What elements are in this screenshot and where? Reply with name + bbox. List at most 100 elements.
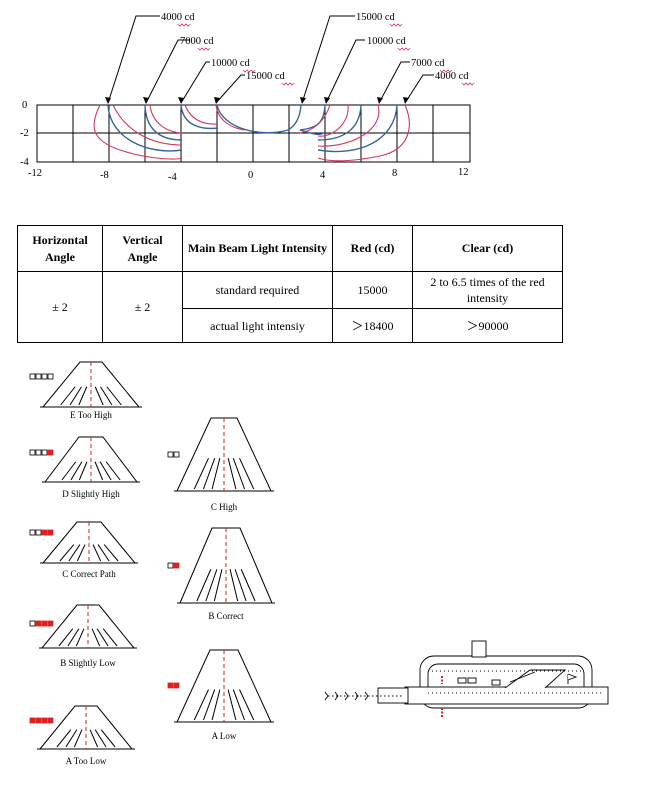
runway-marking	[68, 544, 81, 562]
callout-left-2: 7000 cd	[180, 36, 214, 47]
light-bar	[167, 562, 180, 569]
caption-d-slightly-high: D Slightly High	[62, 489, 120, 499]
x-tick-8: 8	[392, 168, 397, 179]
x-tick-minus12: -12	[28, 168, 42, 179]
callout-squiggles	[177, 23, 475, 86]
cell-row2-clear: ＞90000	[412, 308, 563, 344]
apapi-panel-a: A Low	[167, 649, 274, 741]
callout-left-4: 15000 cd	[246, 71, 286, 82]
x-tick-12: 12	[458, 167, 469, 178]
light-red	[173, 562, 180, 569]
runway-marking	[92, 544, 102, 562]
runway-trapezoid	[174, 417, 274, 492]
runway-marking	[103, 544, 119, 562]
light-red	[41, 620, 48, 627]
light-red	[47, 620, 54, 627]
runway-marking	[211, 689, 221, 721]
runway-marking	[229, 569, 239, 602]
caption-b-correct: B Correct	[208, 611, 244, 621]
light-bar	[29, 373, 54, 380]
x-tick-0: 0	[248, 170, 253, 181]
runway-marking	[89, 729, 99, 748]
light-red	[173, 682, 180, 689]
light-white	[41, 449, 48, 456]
light-white	[41, 373, 48, 380]
callout-right-3: 7000 cd	[411, 58, 445, 69]
runway-marking	[58, 628, 74, 647]
apapi-panel-c: C High	[167, 417, 274, 512]
runway-trapezoid	[42, 436, 140, 483]
light-white	[173, 451, 180, 458]
light-white	[29, 373, 36, 380]
diagram-grid	[36, 104, 471, 163]
runway-trapezoid	[174, 649, 274, 723]
caption-c-correct-path: C Correct Path	[62, 569, 116, 579]
runway-marking	[102, 628, 118, 647]
light-bar	[29, 529, 54, 536]
diagram-arrowheads	[105, 97, 409, 104]
cell-row1-label: standard required	[182, 270, 333, 310]
runway-marking	[94, 461, 104, 481]
header-main-beam: Main Beam Light Intensity	[182, 225, 333, 272]
runway-marking	[94, 386, 104, 406]
cell-row1-red: 15000	[332, 270, 413, 310]
header-red: Red (cd)	[332, 225, 413, 272]
light-bar	[29, 620, 54, 627]
callout-right-2: 10000 cd	[367, 36, 407, 47]
light-bar	[29, 449, 54, 456]
runway-edge	[42, 521, 136, 564]
papi-panel-b: B Slightly Low	[29, 604, 137, 668]
header-clear: Clear (cd)	[412, 225, 563, 272]
caption-a-low: A Low	[212, 731, 237, 741]
light-red	[41, 529, 48, 536]
y-tick-minus2: -2	[20, 128, 29, 139]
runway-trapezoid	[39, 604, 137, 649]
runway-marking	[59, 544, 75, 562]
isocandela-red-curves	[93, 104, 410, 162]
runway-marking	[227, 689, 237, 721]
runway-marking	[69, 386, 82, 406]
light-red	[47, 529, 54, 536]
runway-marking	[78, 386, 88, 406]
cell-v-angle: ± 2	[102, 270, 183, 344]
x-tick-4: 4	[320, 170, 326, 181]
runway-marking	[100, 386, 113, 406]
caption-b-slightly-low: B Slightly Low	[60, 658, 116, 668]
runway-marking	[211, 458, 221, 490]
header-vertical-angle: Vertical Angle	[102, 225, 183, 272]
caption-e-too-high: E Too High	[70, 410, 112, 420]
apapi-panel-b: B Correct	[167, 527, 275, 621]
runway-marking	[240, 569, 256, 602]
light-white	[35, 529, 42, 536]
light-white	[35, 449, 42, 456]
runway-marking	[65, 729, 78, 748]
runway-marking	[193, 457, 209, 490]
cell-row1-clear: 2 to 6.5 times of the red intensity	[412, 270, 563, 310]
runway-marking	[75, 628, 85, 647]
runway-marking	[232, 689, 246, 721]
light-red	[167, 682, 174, 689]
approach-indicator-figure: E Too High D Slightly High C Correct Pat…	[29, 361, 609, 766]
runway-marking	[105, 461, 121, 481]
runway-marking	[239, 457, 255, 490]
runway-trapezoid	[37, 705, 135, 750]
runway-trapezoid	[177, 527, 275, 604]
runway-marking	[73, 729, 83, 748]
runway-marking	[213, 569, 223, 602]
x-tick-minus4: -4	[168, 172, 177, 183]
light-red	[35, 620, 42, 627]
runway-marking	[70, 461, 83, 481]
isocandela-blue-curves	[107, 104, 398, 153]
runway-marking	[91, 628, 101, 647]
light-red	[47, 717, 54, 724]
runway-marking	[205, 569, 218, 602]
light-red	[35, 717, 42, 724]
runway-marking	[60, 386, 76, 406]
runway-marking	[232, 457, 246, 490]
light-red	[29, 717, 36, 724]
runway-trapezoid	[40, 521, 138, 564]
runway-marking	[99, 461, 112, 481]
runway-marking	[227, 458, 237, 490]
x-tick-minus8: -8	[100, 170, 109, 181]
runway-marking	[56, 729, 72, 748]
